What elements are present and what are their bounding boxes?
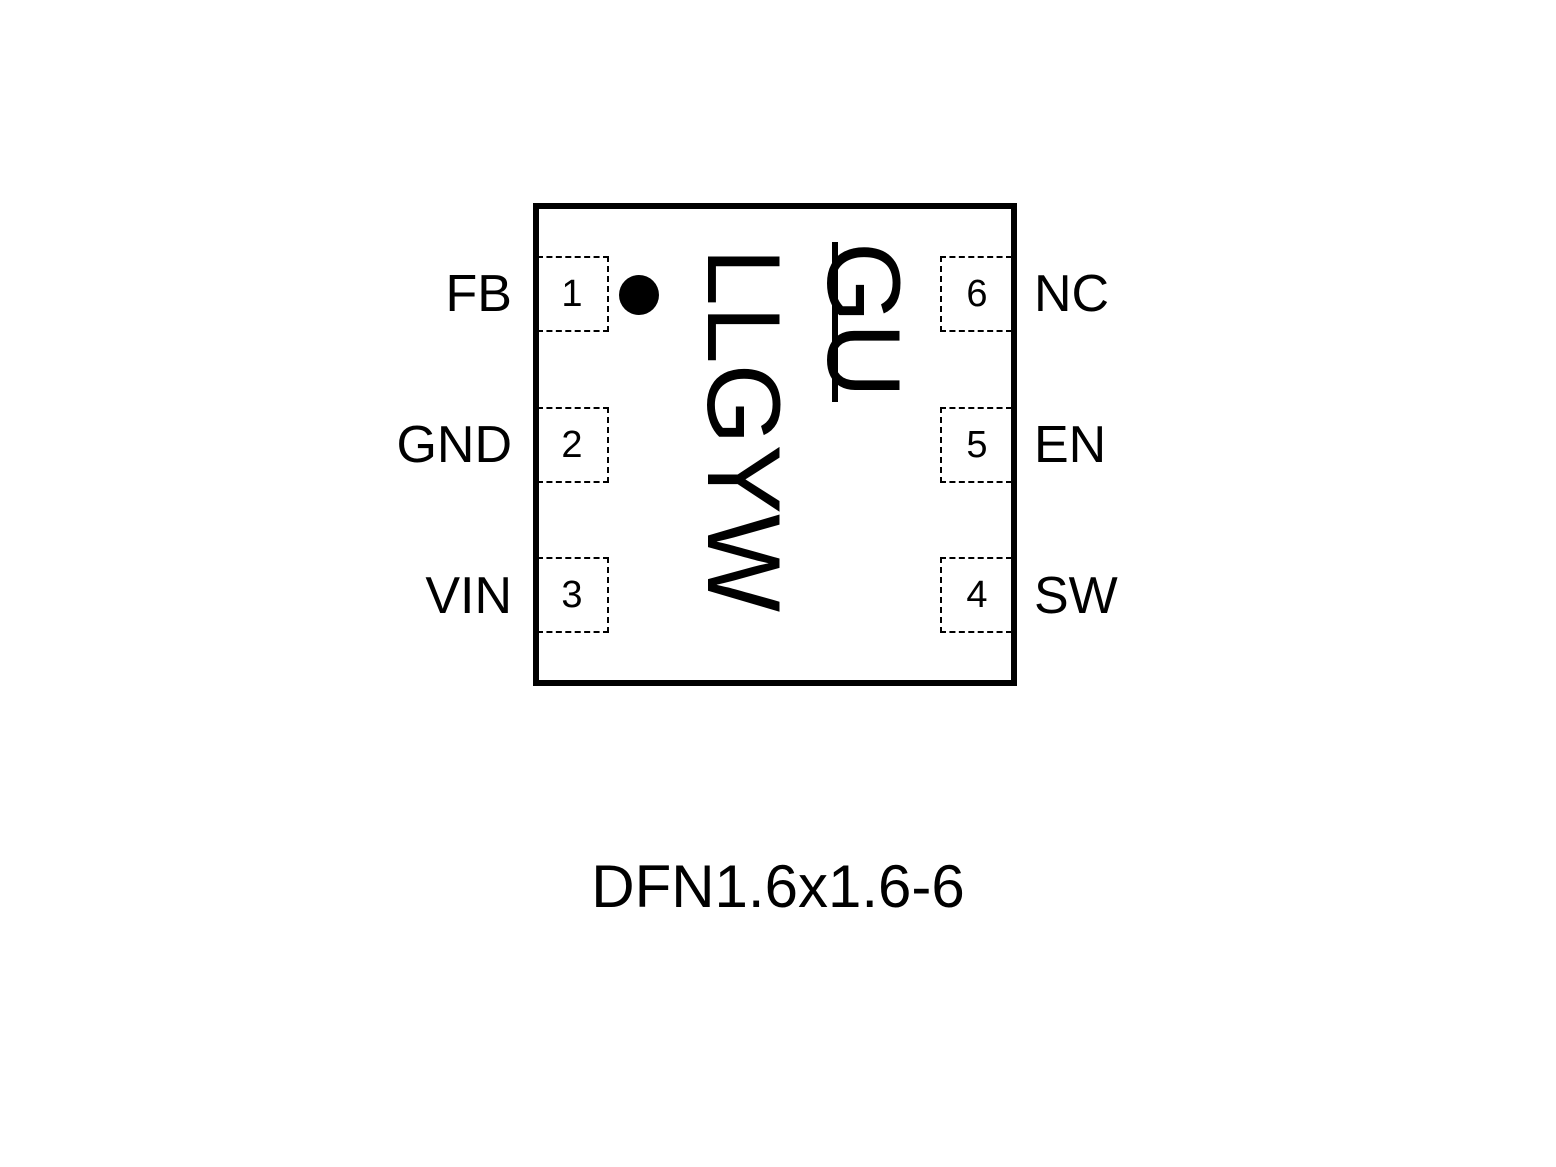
pin-4-number: 4 [966, 574, 988, 616]
marking-line-2: LLGYW [685, 248, 801, 613]
pin-2-number: 2 [561, 424, 583, 466]
pin-6-pad: 6 [940, 256, 1012, 332]
pin-2-label: GND [396, 416, 512, 474]
pin-3-pad: 3 [537, 557, 609, 633]
pin-2-pad: 2 [537, 407, 609, 483]
pin-3-label: VIN [425, 567, 512, 625]
pin-6-label: NC [1034, 265, 1110, 323]
pin-3-number: 3 [561, 574, 583, 616]
ic-package-outline [533, 203, 1017, 686]
pin-5-label: EN [1034, 416, 1107, 474]
pin-6-number: 6 [966, 273, 988, 315]
pin-5-number: 5 [966, 424, 988, 466]
pin-4-pad: 4 [940, 557, 1012, 633]
marking-line-1: GU [805, 242, 921, 398]
pin-1-indicator-dot [619, 275, 659, 315]
pin-1-number: 1 [561, 273, 583, 315]
pin-5-pad: 5 [940, 407, 1012, 483]
pin-1-pad: 1 [537, 256, 609, 332]
marking-overline-bar [832, 242, 838, 402]
package-name-caption: DFN1.6x1.6-6 [591, 853, 965, 920]
pin-1-label: FB [445, 265, 512, 323]
pin-4-label: SW [1034, 567, 1118, 625]
